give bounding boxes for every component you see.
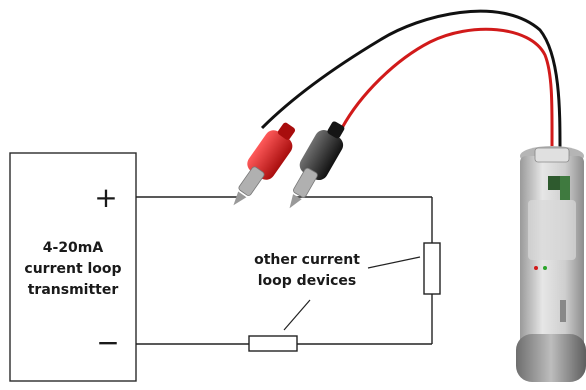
loop-devices-label-line1: other current [254,252,360,268]
resistor-icon [248,335,298,352]
black-alligator-clip-icon [289,121,345,209]
minus-terminal-label: − [96,326,119,359]
leader-line [283,299,311,331]
resistor-icon [423,242,441,295]
red-lead-cable [340,27,554,151]
plus-terminal-label: + [94,181,117,214]
transmitter-label-line2: current loop [24,261,121,277]
leader-line [367,256,421,269]
transmitter-label-line3: transmitter [28,282,119,298]
transmitter-label-line1: 4-20mA [43,240,104,256]
black-lead-cable [260,9,562,151]
loop-devices-label-line2: loop devices [258,273,357,289]
data-logger-icon [516,146,586,382]
loop-wires [136,196,433,345]
red-alligator-clip-icon [233,122,296,206]
transmitter-box: 4-20mA current loop transmitter + − [9,152,137,382]
